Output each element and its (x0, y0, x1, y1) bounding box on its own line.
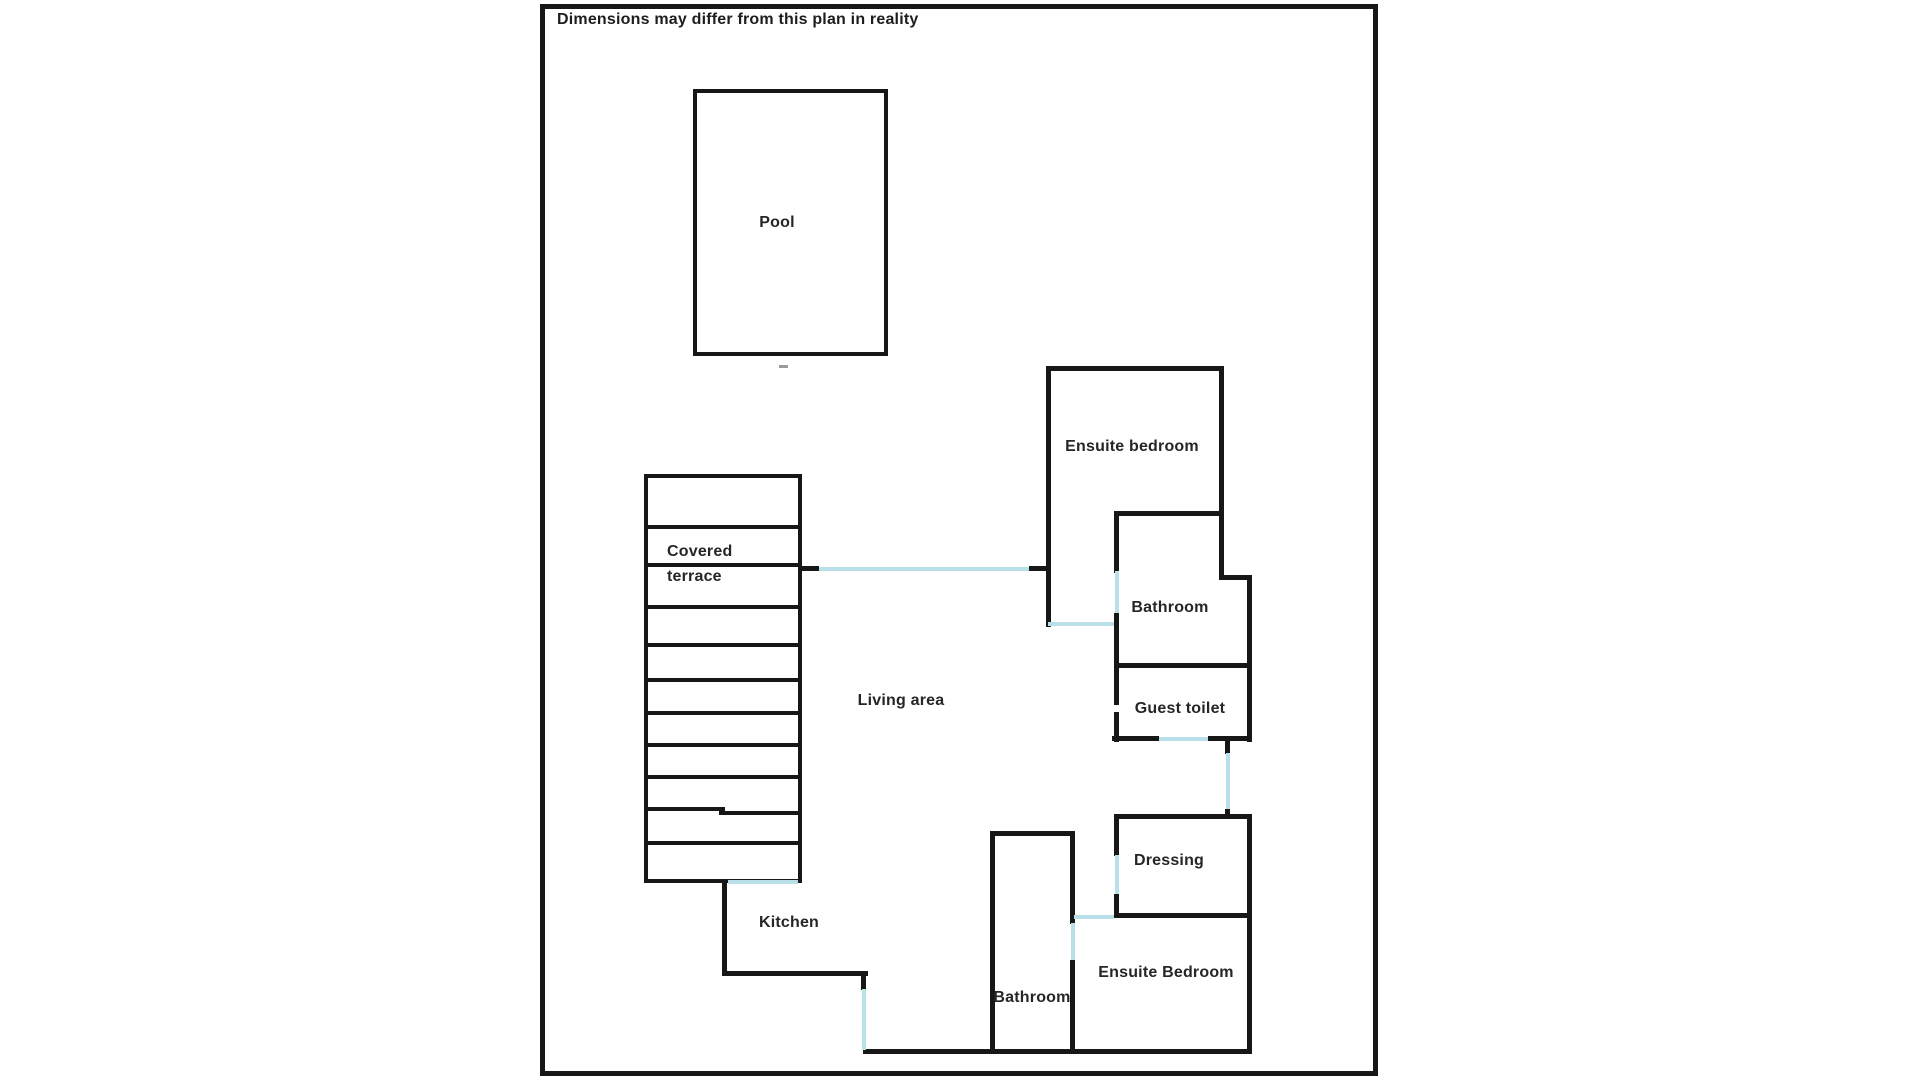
kitchen-wall-step (861, 971, 866, 990)
terrace-slat (648, 841, 798, 845)
kitchen-wall-left (722, 879, 727, 976)
living-area-label: Living area (857, 692, 945, 709)
pool-outline (693, 89, 888, 356)
terrace-slat (719, 811, 798, 815)
bathroom-guest-divider (1114, 663, 1252, 668)
plan-disclaimer-text: Dimensions may differ from this plan in … (557, 11, 919, 28)
ensuite-bottom-label: Ensuite Bedroom (1098, 964, 1234, 981)
right-wing-wall-right (1247, 814, 1252, 1054)
ensuite-top-wall-left (1046, 366, 1051, 627)
dressing-wall-left-lower (1114, 894, 1119, 918)
terrace-living-door (819, 567, 1029, 571)
bathroom-bedroom-door (1071, 923, 1075, 961)
house-wall-bottom (863, 1049, 1252, 1054)
dressing-wall-top (1114, 814, 1252, 819)
terrace-slat (648, 643, 798, 647)
bathroom-top-wall-step (1219, 575, 1252, 580)
bathroom-top-wall-left-upper (1114, 511, 1119, 573)
ensuite-bottom-door (1074, 915, 1114, 919)
terrace-slat (648, 711, 798, 715)
bathroom-top-wall-top (1114, 511, 1224, 516)
bathroom-top-wall-left-lower2 (1114, 712, 1119, 742)
terrace-slat (648, 605, 798, 609)
terrace-door-tick (802, 566, 819, 571)
dressing-label: Dressing (1133, 852, 1205, 869)
plot-border (540, 4, 1378, 1076)
guest-toilet-label: Guest toilet (1134, 700, 1226, 717)
bathroom-bottom-wall-right-lower (1070, 960, 1075, 1054)
pool-mark (779, 365, 788, 368)
ensuite-top-door (1048, 622, 1116, 626)
kitchen-label: Kitchen (758, 914, 820, 931)
bathroom-bottom-wall-top (990, 831, 1075, 836)
ensuite-top-wall-top (1046, 366, 1224, 371)
terrace-slat (648, 525, 798, 529)
dressing-wall-bottom (1114, 913, 1252, 918)
terrace-label-line1: Covered (667, 543, 733, 560)
bedroom-door-tick (1029, 566, 1046, 571)
terrace-slat (648, 807, 725, 811)
pool-label: Pool (759, 214, 795, 231)
bathroom-top-label: Bathroom (1131, 599, 1209, 616)
dressing-wall-left-upper (1114, 814, 1119, 856)
terrace-slat (648, 678, 798, 682)
corridor-tick-top (1225, 741, 1230, 754)
guest-toilet-wall-bottom-left (1112, 736, 1159, 741)
corridor-door-line (1226, 753, 1230, 810)
bathroom-bottom-wall-right-upper (1070, 831, 1075, 924)
terrace-kitchen-door (728, 880, 798, 884)
guest-toilet-door (1159, 737, 1209, 741)
kitchen-entry-door (862, 989, 866, 1050)
corridor-tick-bottom (1225, 809, 1230, 816)
terrace-slat (648, 775, 798, 779)
bathroom-top-wall-left-lower (1114, 613, 1119, 705)
terrace-label-line2: terrace (667, 568, 722, 585)
ensuite-top-wall-right (1219, 366, 1224, 580)
bathroom-top-wall-right (1247, 575, 1252, 742)
dressing-door (1115, 855, 1119, 895)
bathroom-top-door (1115, 571, 1119, 615)
bathroom-bottom-wall-left (990, 831, 995, 1054)
kitchen-wall-bottom (722, 971, 868, 976)
terrace-slat (648, 743, 798, 747)
guest-toilet-wall-bottom-right (1208, 736, 1252, 741)
ensuite-top-label: Ensuite bedroom (1065, 438, 1199, 455)
bathroom-bottom-label: Bathroom (993, 989, 1071, 1006)
terrace-slat (648, 563, 798, 567)
